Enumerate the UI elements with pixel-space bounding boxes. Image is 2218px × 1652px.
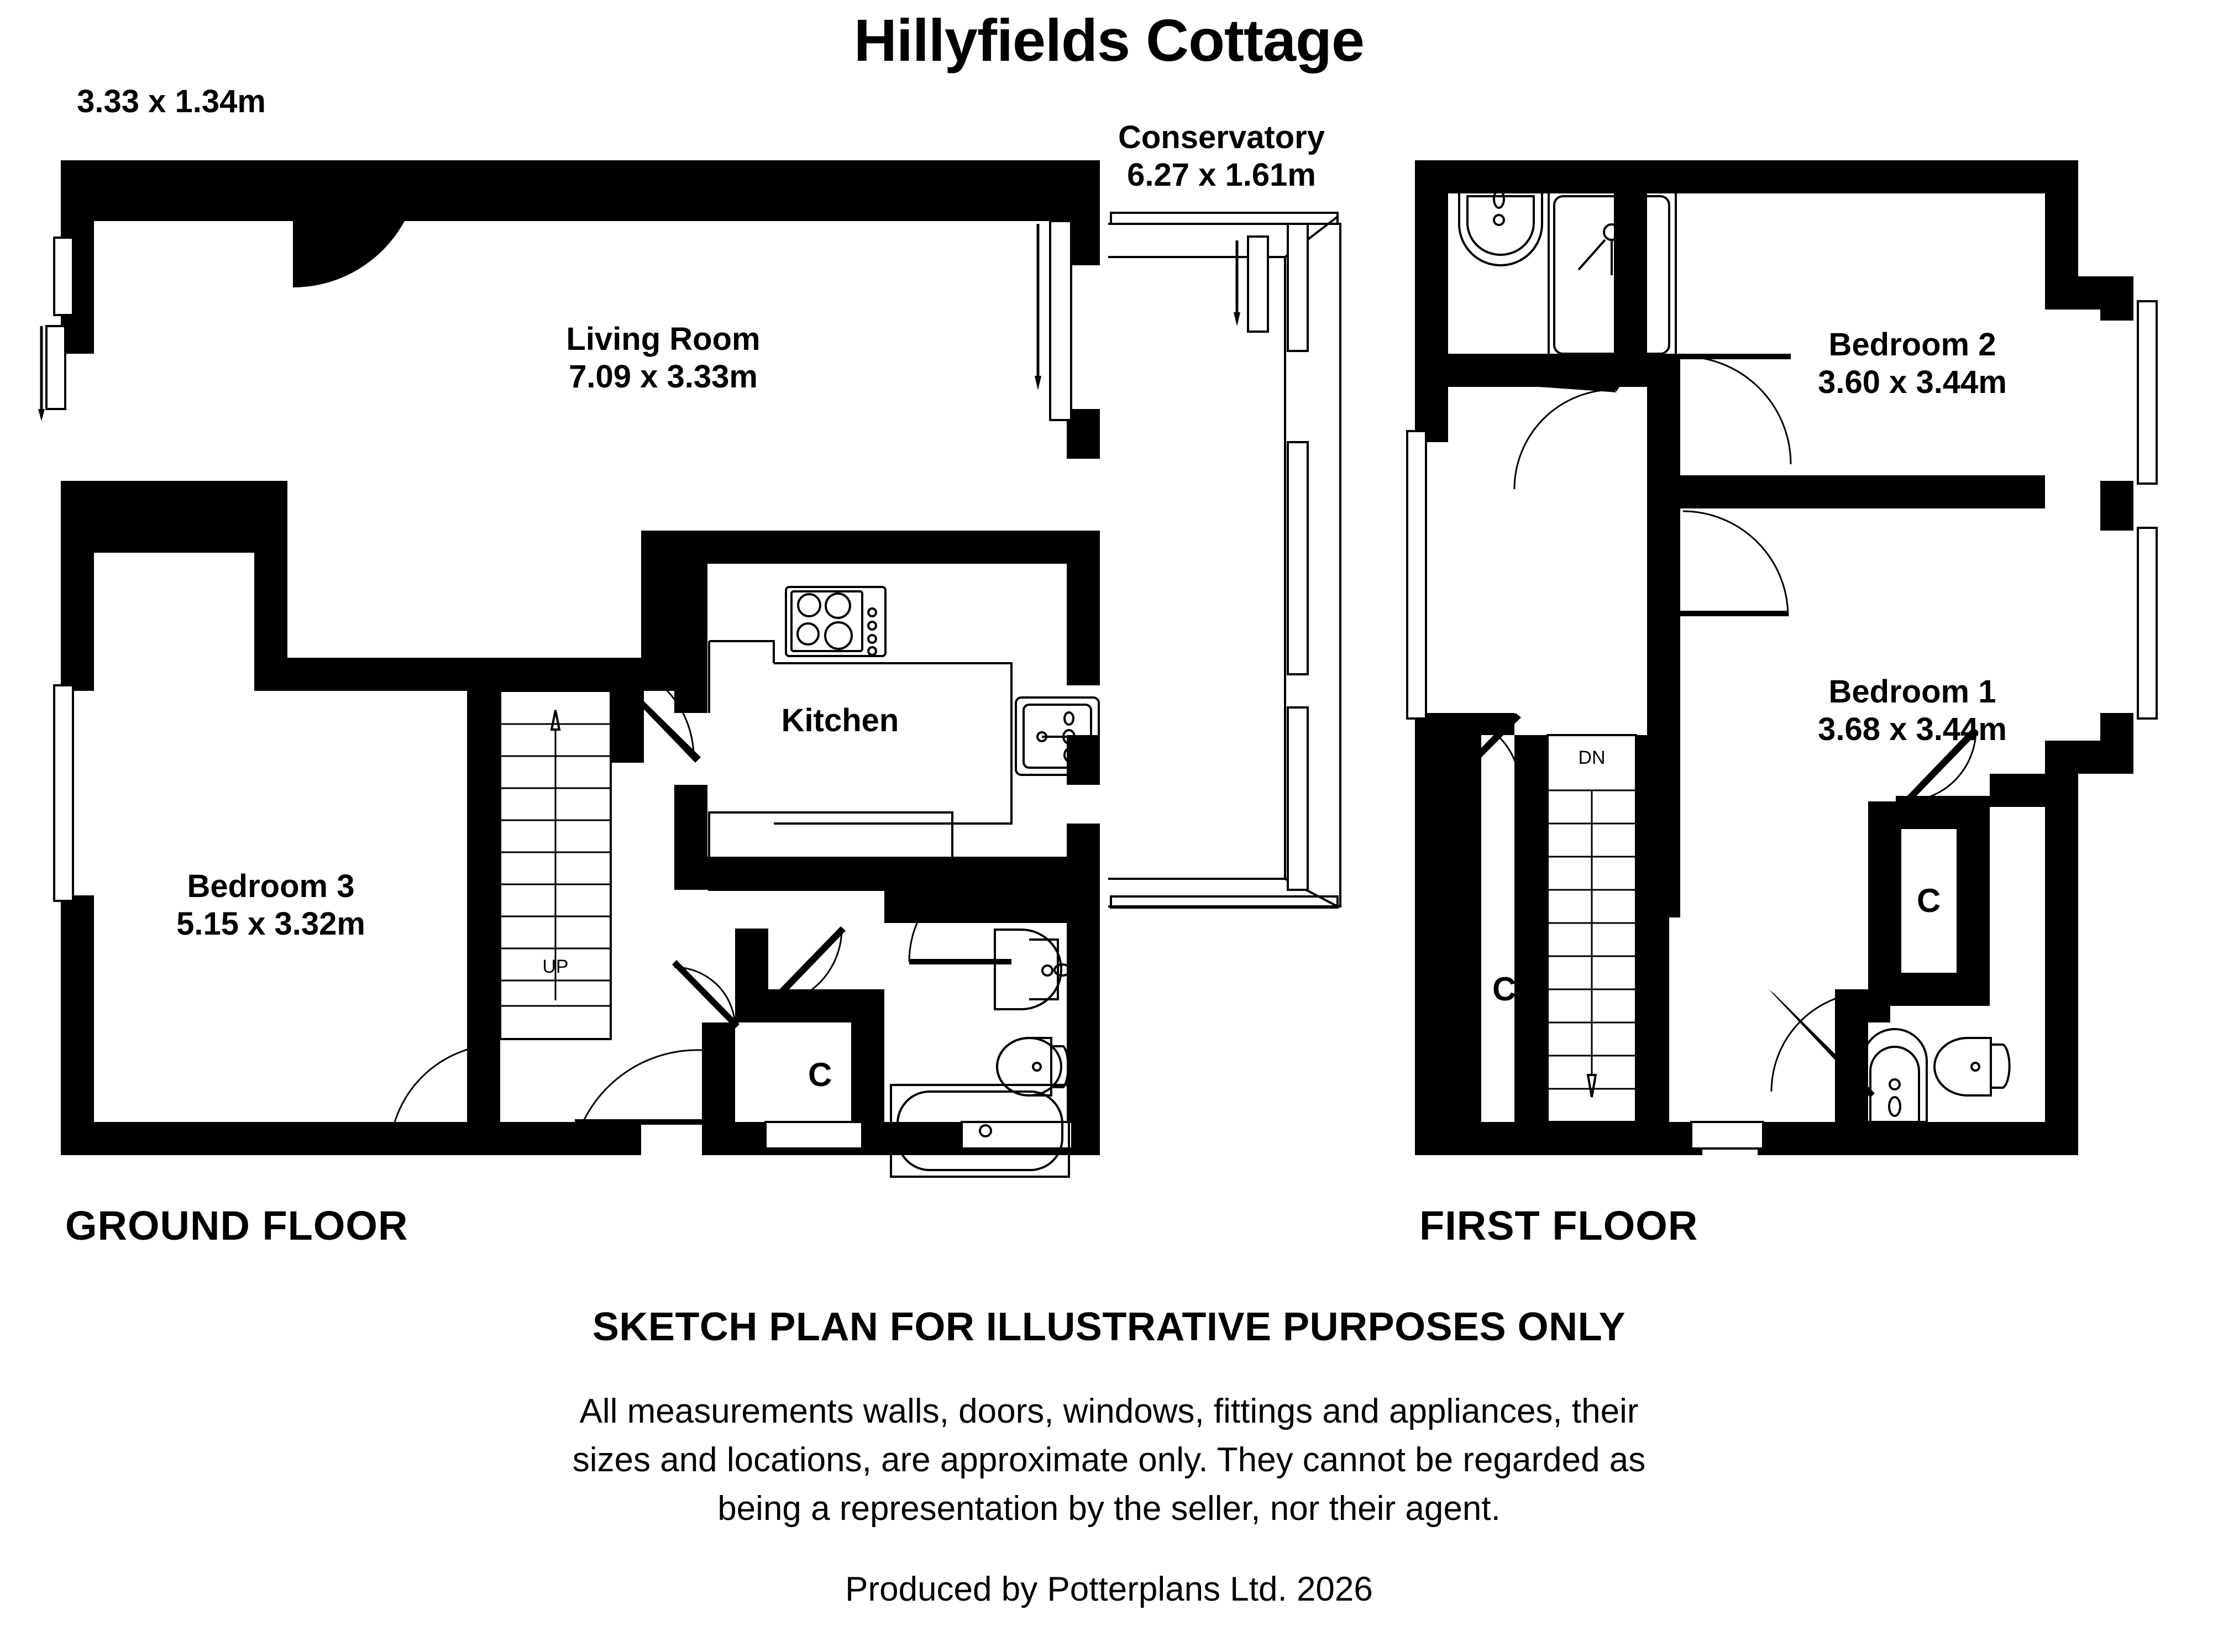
window-group-first bbox=[1406, 300, 2158, 1150]
cupboard-label-landing: C bbox=[1492, 971, 1517, 1008]
room-label-bedroom-2: Bedroom 2 3.60 x 3.44m bbox=[1741, 326, 2084, 402]
bedroom-1-dimension: 3.68 x 3.44m bbox=[1818, 711, 2007, 748]
kitchen-name: Kitchen bbox=[781, 702, 899, 738]
kitchen-fixtures bbox=[708, 586, 1100, 891]
window-group-ground bbox=[38, 237, 1073, 1150]
door-swings-ground bbox=[387, 658, 1011, 1156]
conservatory-dimension: 6.27 x 1.61m bbox=[1127, 157, 1316, 193]
bedroom-3-name: Bedroom 3 bbox=[187, 868, 355, 904]
alcove-dimension-text: 3.33 x 1.34m bbox=[77, 83, 266, 119]
disclaimer-line-1: All measurements walls, doors, windows, … bbox=[579, 1392, 1639, 1430]
bathroom-fixtures-first bbox=[1458, 189, 1677, 363]
ensuite-fixtures bbox=[1862, 1028, 2011, 1123]
producer-credit: Produced by Potterplans Ltd. 2026 bbox=[845, 1570, 1373, 1608]
entrance-door-swing bbox=[293, 160, 420, 287]
page-title: Hillyfields Cottage bbox=[853, 7, 1365, 74]
door-swings-first bbox=[1447, 354, 1979, 1098]
conservatory-callout: Conservatory 6.27 x 1.61m bbox=[1078, 119, 1365, 195]
stair-direction-down: DN bbox=[1578, 747, 1606, 768]
room-label-bedroom-1: Bedroom 1 3.68 x 3.44m bbox=[1741, 673, 2084, 749]
living-room-name: Living Room bbox=[566, 321, 761, 357]
conservatory-name: Conservatory bbox=[1118, 119, 1325, 155]
cupboard-label-bedroom1: C bbox=[1917, 882, 1941, 919]
room-label-bedroom-3: Bedroom 3 5.15 x 3.32m bbox=[105, 868, 437, 943]
ground-floor-plan bbox=[38, 160, 1341, 1178]
room-label-kitchen: Kitchen bbox=[724, 702, 956, 740]
alcove-dimension-callout: 3.33 x 1.34m bbox=[33, 83, 310, 120]
cupboard-label-ground: C bbox=[808, 1056, 832, 1093]
staircase-up bbox=[499, 690, 612, 1040]
ground-floor-label: GROUND FLOOR bbox=[65, 1203, 408, 1249]
living-room-dimension: 7.09 x 3.33m bbox=[569, 359, 758, 395]
conservatory-structure bbox=[1035, 212, 1341, 909]
disclaimer-line-3: being a representation by the seller, no… bbox=[717, 1490, 1501, 1528]
room-label-living-room: Living Room 7.09 x 3.33m bbox=[497, 321, 829, 396]
stair-direction-up: UP bbox=[542, 956, 569, 977]
disclaimer-heading: SKETCH PLAN FOR ILLUSTRATIVE PURPOSES ON… bbox=[592, 1305, 1626, 1349]
first-floor-label: FIRST FLOOR bbox=[1419, 1203, 1698, 1249]
bedroom-2-name: Bedroom 2 bbox=[1828, 327, 1996, 363]
staircase-down bbox=[1546, 734, 1637, 1123]
bedroom-3-dimension: 5.15 x 3.32m bbox=[176, 906, 365, 942]
bedroom-2-dimension: 3.60 x 3.44m bbox=[1818, 364, 2007, 401]
bathroom-fixtures-ground bbox=[890, 929, 1071, 1178]
disclaimer-line-2: sizes and locations, are approximate onl… bbox=[572, 1441, 1646, 1479]
first-floor-plan bbox=[1406, 160, 2158, 1155]
bedroom-1-name: Bedroom 1 bbox=[1828, 674, 1996, 710]
